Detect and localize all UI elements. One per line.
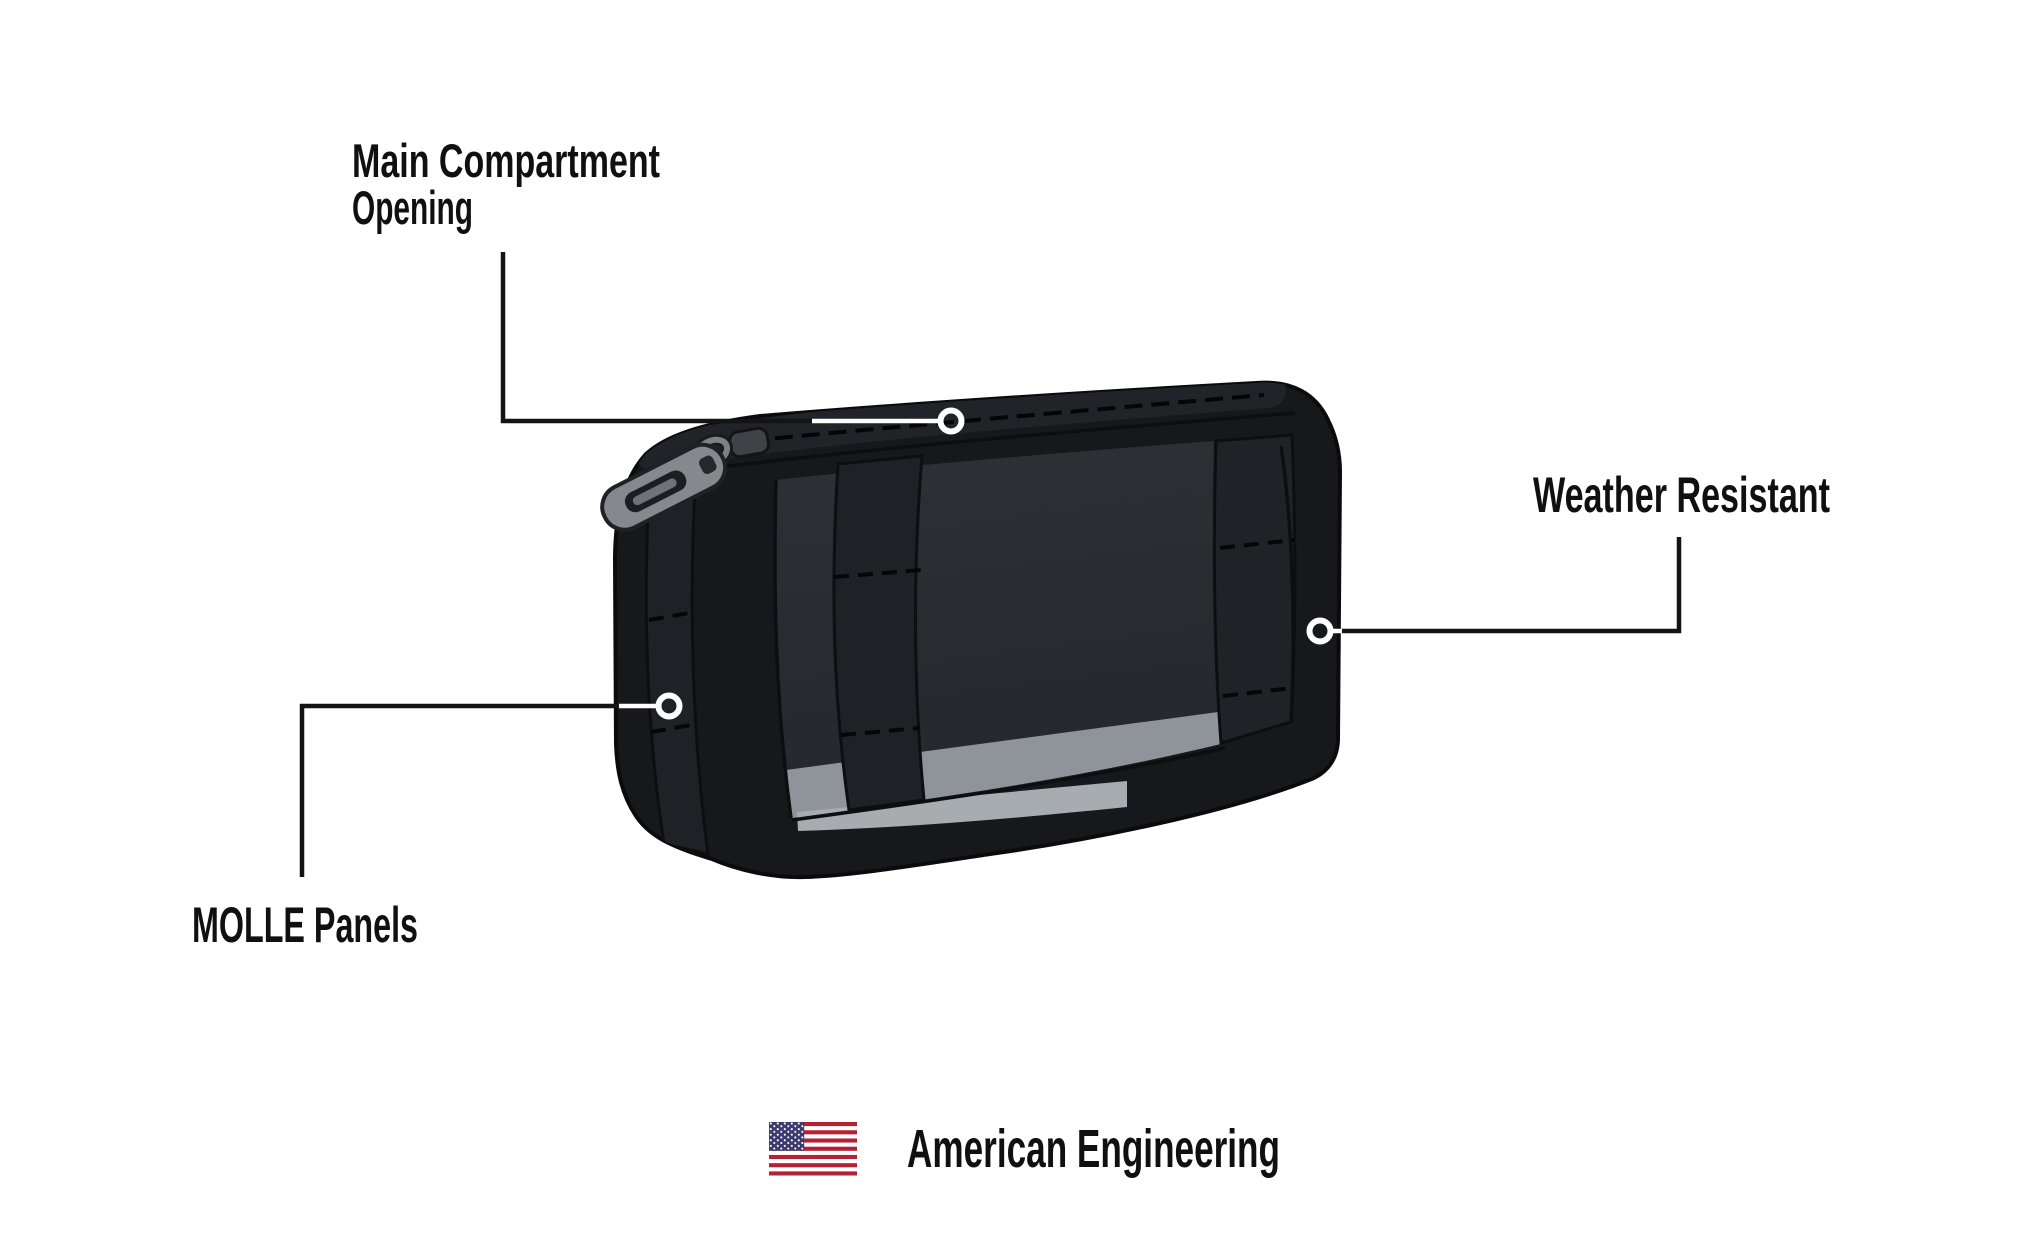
flag-stripe: [769, 1167, 857, 1172]
strap-right-stitch-bottom: [1222, 686, 1293, 698]
pouch-detail-layer: [634, 382, 1297, 856]
front-strap-left: [832, 454, 926, 812]
window-bottom-seam: [791, 746, 1226, 822]
flag-stripe: [769, 1126, 857, 1131]
callout-molle-panels: [299, 692, 683, 877]
front-strap-right: [1212, 433, 1297, 745]
callout-weather-resistant: [1306, 537, 1682, 645]
marker-main-compartment: [937, 407, 965, 435]
flag-canton-stars: [769, 1122, 805, 1151]
window-left-seam: [773, 479, 793, 819]
footer-tagline: American Engineering: [907, 1119, 1280, 1179]
right-rim-seam: [1279, 445, 1295, 723]
label-main-compartment-line1: Main Compartment: [352, 134, 660, 187]
zipper-pull-slot-inner: [632, 478, 677, 506]
zipper-slider: [728, 426, 771, 459]
marker-molle-panels: [655, 692, 683, 720]
strap-right-stitch-top: [1219, 538, 1295, 550]
flag-stripe: [769, 1134, 857, 1139]
gusset-stitch-top: [648, 610, 696, 622]
flag-stripe: [769, 1150, 857, 1155]
callout-line-main-compartment: [500, 252, 941, 424]
pouch-illustration: [600, 380, 1343, 880]
strap-left-stitch-top: [833, 568, 923, 579]
callout-main-compartment: [500, 252, 965, 435]
label-molle-panels: MOLLE Panels: [192, 897, 418, 953]
gusset-molle-strip: [644, 464, 710, 856]
flag-stripe: [769, 1159, 857, 1164]
callout-line-weather-resistant: [1338, 537, 1682, 634]
callout-line-molle-panels: [299, 703, 657, 877]
footer-branding: American Engineering: [769, 1119, 1280, 1179]
zipper-band-seam: [663, 411, 1296, 476]
flag-stripe: [769, 1142, 857, 1147]
zipper-pull-notch: [698, 455, 717, 475]
zipper-pull-icon: [600, 426, 771, 532]
label-weather-resistant: Weather Resistant: [1533, 467, 1830, 523]
strap-left-stitch-bottom: [840, 726, 921, 737]
us-flag-icon: [769, 1122, 857, 1176]
marker-weather-resistant: [1306, 617, 1334, 645]
gusset-stitch-bottom: [650, 722, 698, 734]
window-floor-highlight: [797, 781, 1127, 831]
label-main-compartment-line2: Opening: [352, 181, 473, 234]
zipper-stitch-dashes: [747, 393, 1265, 443]
